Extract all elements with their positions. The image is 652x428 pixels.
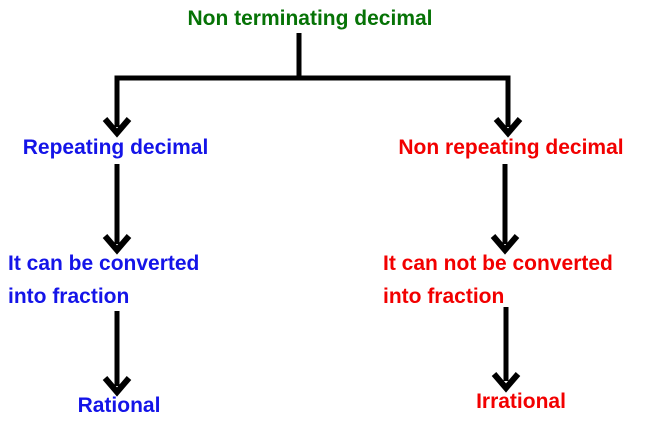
right-branch-label: Non repeating decimal (398, 136, 624, 159)
left-result-arrow (102, 311, 132, 397)
left-branch-description-line2: into fraction (8, 285, 130, 308)
left-branch-description-line1: It can be converted (8, 252, 200, 275)
right-branch-arrow (493, 78, 523, 138)
left-result-label: Rational (77, 394, 161, 417)
left-branch-description: It can be converted into fraction (8, 247, 199, 313)
right-branch-description-line2: into fraction (383, 285, 505, 308)
left-description-arrow (102, 164, 132, 255)
right-description-arrow (490, 164, 520, 255)
left-branch-label: Repeating decimal (22, 136, 209, 159)
right-result-arrow (491, 307, 521, 393)
right-branch-description: It can not be converted into fraction (383, 247, 613, 313)
root-node-label: Non terminating decimal (187, 7, 433, 30)
right-branch-description-line1: It can not be converted (383, 252, 613, 275)
right-result-label: Irrational (476, 390, 566, 413)
left-branch-arrow (102, 78, 132, 138)
